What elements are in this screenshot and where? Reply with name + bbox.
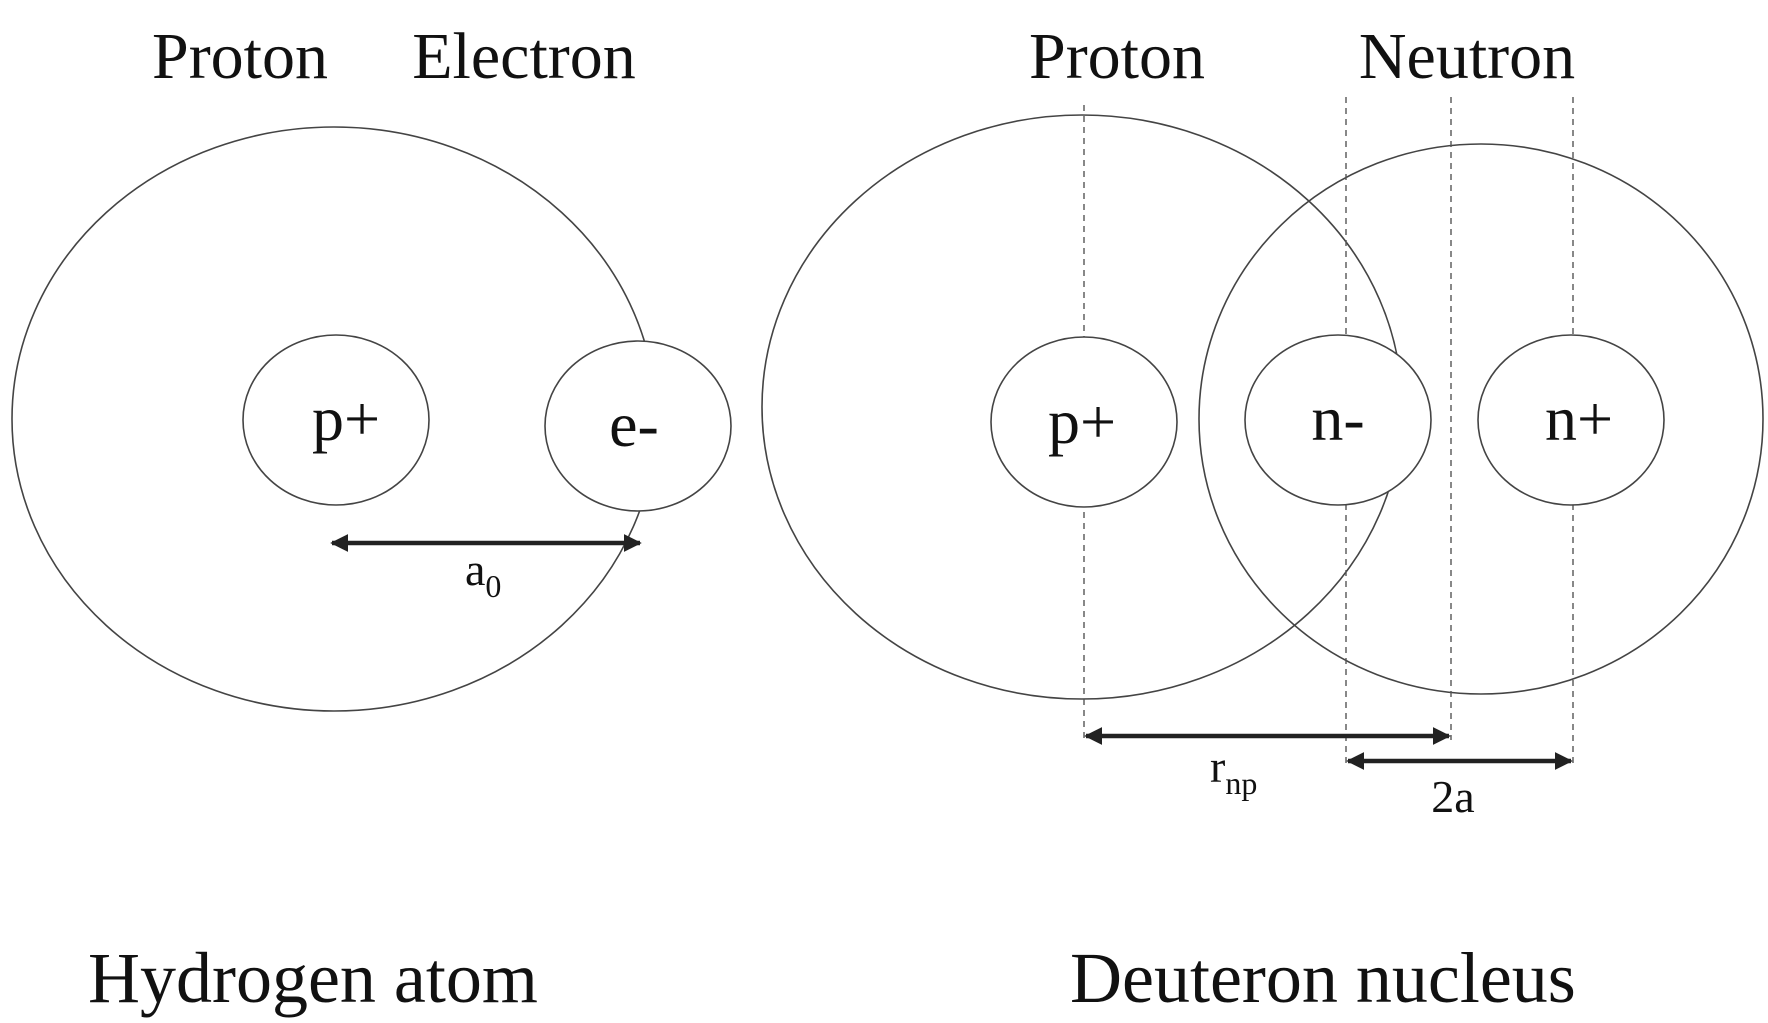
- neutron-size-label: 2a: [1431, 771, 1474, 822]
- deuteron-proton-particle: [990, 336, 1178, 508]
- electron-particle: [544, 340, 732, 512]
- separation-label: rnp: [1210, 741, 1257, 801]
- neutron-cloud-shell: [1198, 143, 1764, 695]
- electron-particle-label: e-: [609, 389, 659, 460]
- bohr-radius-label: a0: [465, 544, 501, 604]
- neutron-minus-particle: [1244, 334, 1432, 506]
- neutron-plus-particle: [1477, 334, 1665, 506]
- hydrogen-electron-header: Electron: [412, 20, 636, 93]
- neutron-plus-label: n+: [1545, 383, 1613, 454]
- bohr-radius-subscript: 0: [485, 568, 501, 604]
- deuteron-nucleus-panel: Proton Neutron p+ n- n+ rnp 2a Deuteron …: [761, 20, 1764, 1018]
- hydrogen-atom-panel: Proton Electron p+ e- a0 Hydrogen atom: [11, 20, 732, 1018]
- bohr-radius-symbol: a: [465, 544, 485, 595]
- hydrogen-atom-caption: Hydrogen atom: [88, 938, 538, 1018]
- deuteron-proton-header: Proton: [1029, 20, 1205, 93]
- deuteron-nucleus-caption: Deuteron nucleus: [1070, 938, 1576, 1018]
- separation-symbol: r: [1210, 741, 1225, 792]
- proton-particle-label: p+: [312, 383, 380, 454]
- deuteron-neutron-header: Neutron: [1359, 20, 1575, 93]
- deuteron-proton-label: p+: [1048, 386, 1116, 457]
- proton-particle: [242, 334, 430, 506]
- neutron-minus-label: n-: [1311, 383, 1364, 454]
- hydrogen-proton-header: Proton: [152, 20, 328, 93]
- separation-subscript: np: [1225, 765, 1257, 801]
